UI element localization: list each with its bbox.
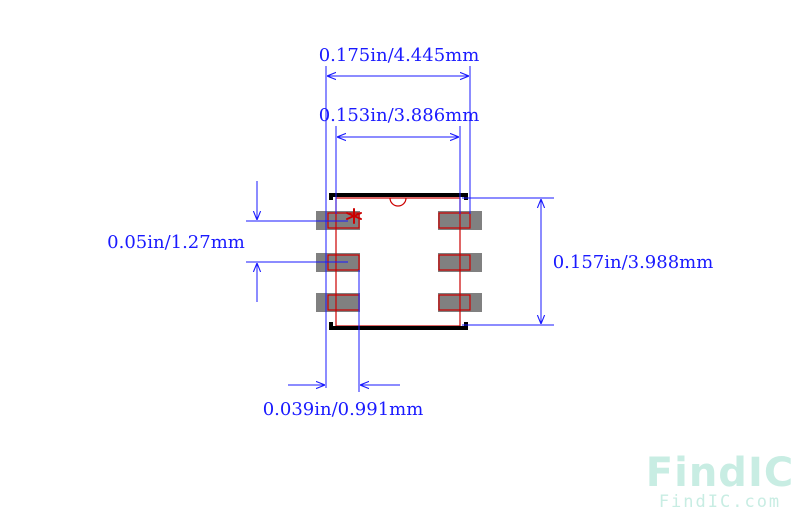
findic-logo: FindIC FindIC.com: [646, 450, 794, 512]
logo-url: FindIC.com: [659, 492, 781, 512]
logo-brand: FindIC: [646, 450, 794, 496]
dimension-overall-width: [325, 66, 471, 388]
body-height-label: 0.157in/3.988mm: [553, 252, 714, 273]
silkscreen-bottom: [329, 322, 468, 330]
dimension-body-height: [462, 197, 554, 326]
dimension-pitch: [246, 181, 348, 302]
pin1-marker-icon: [346, 208, 362, 224]
pin1-notch: [389, 197, 407, 207]
dimension-pad-width: [288, 270, 400, 392]
overall-width-label: 0.175in/4.445mm: [319, 45, 480, 66]
pitch-label: 0.05in/1.27mm: [107, 232, 245, 253]
body-width-label: 0.153in/3.886mm: [319, 105, 480, 126]
pad-3: [316, 293, 360, 312]
dimension-body-width: [335, 126, 461, 214]
lead-outline-4: [438, 294, 471, 311]
pad-width-label: 0.039in/0.991mm: [263, 399, 424, 420]
lead-outline-6: [438, 212, 471, 229]
lead-outline-5: [438, 254, 471, 271]
